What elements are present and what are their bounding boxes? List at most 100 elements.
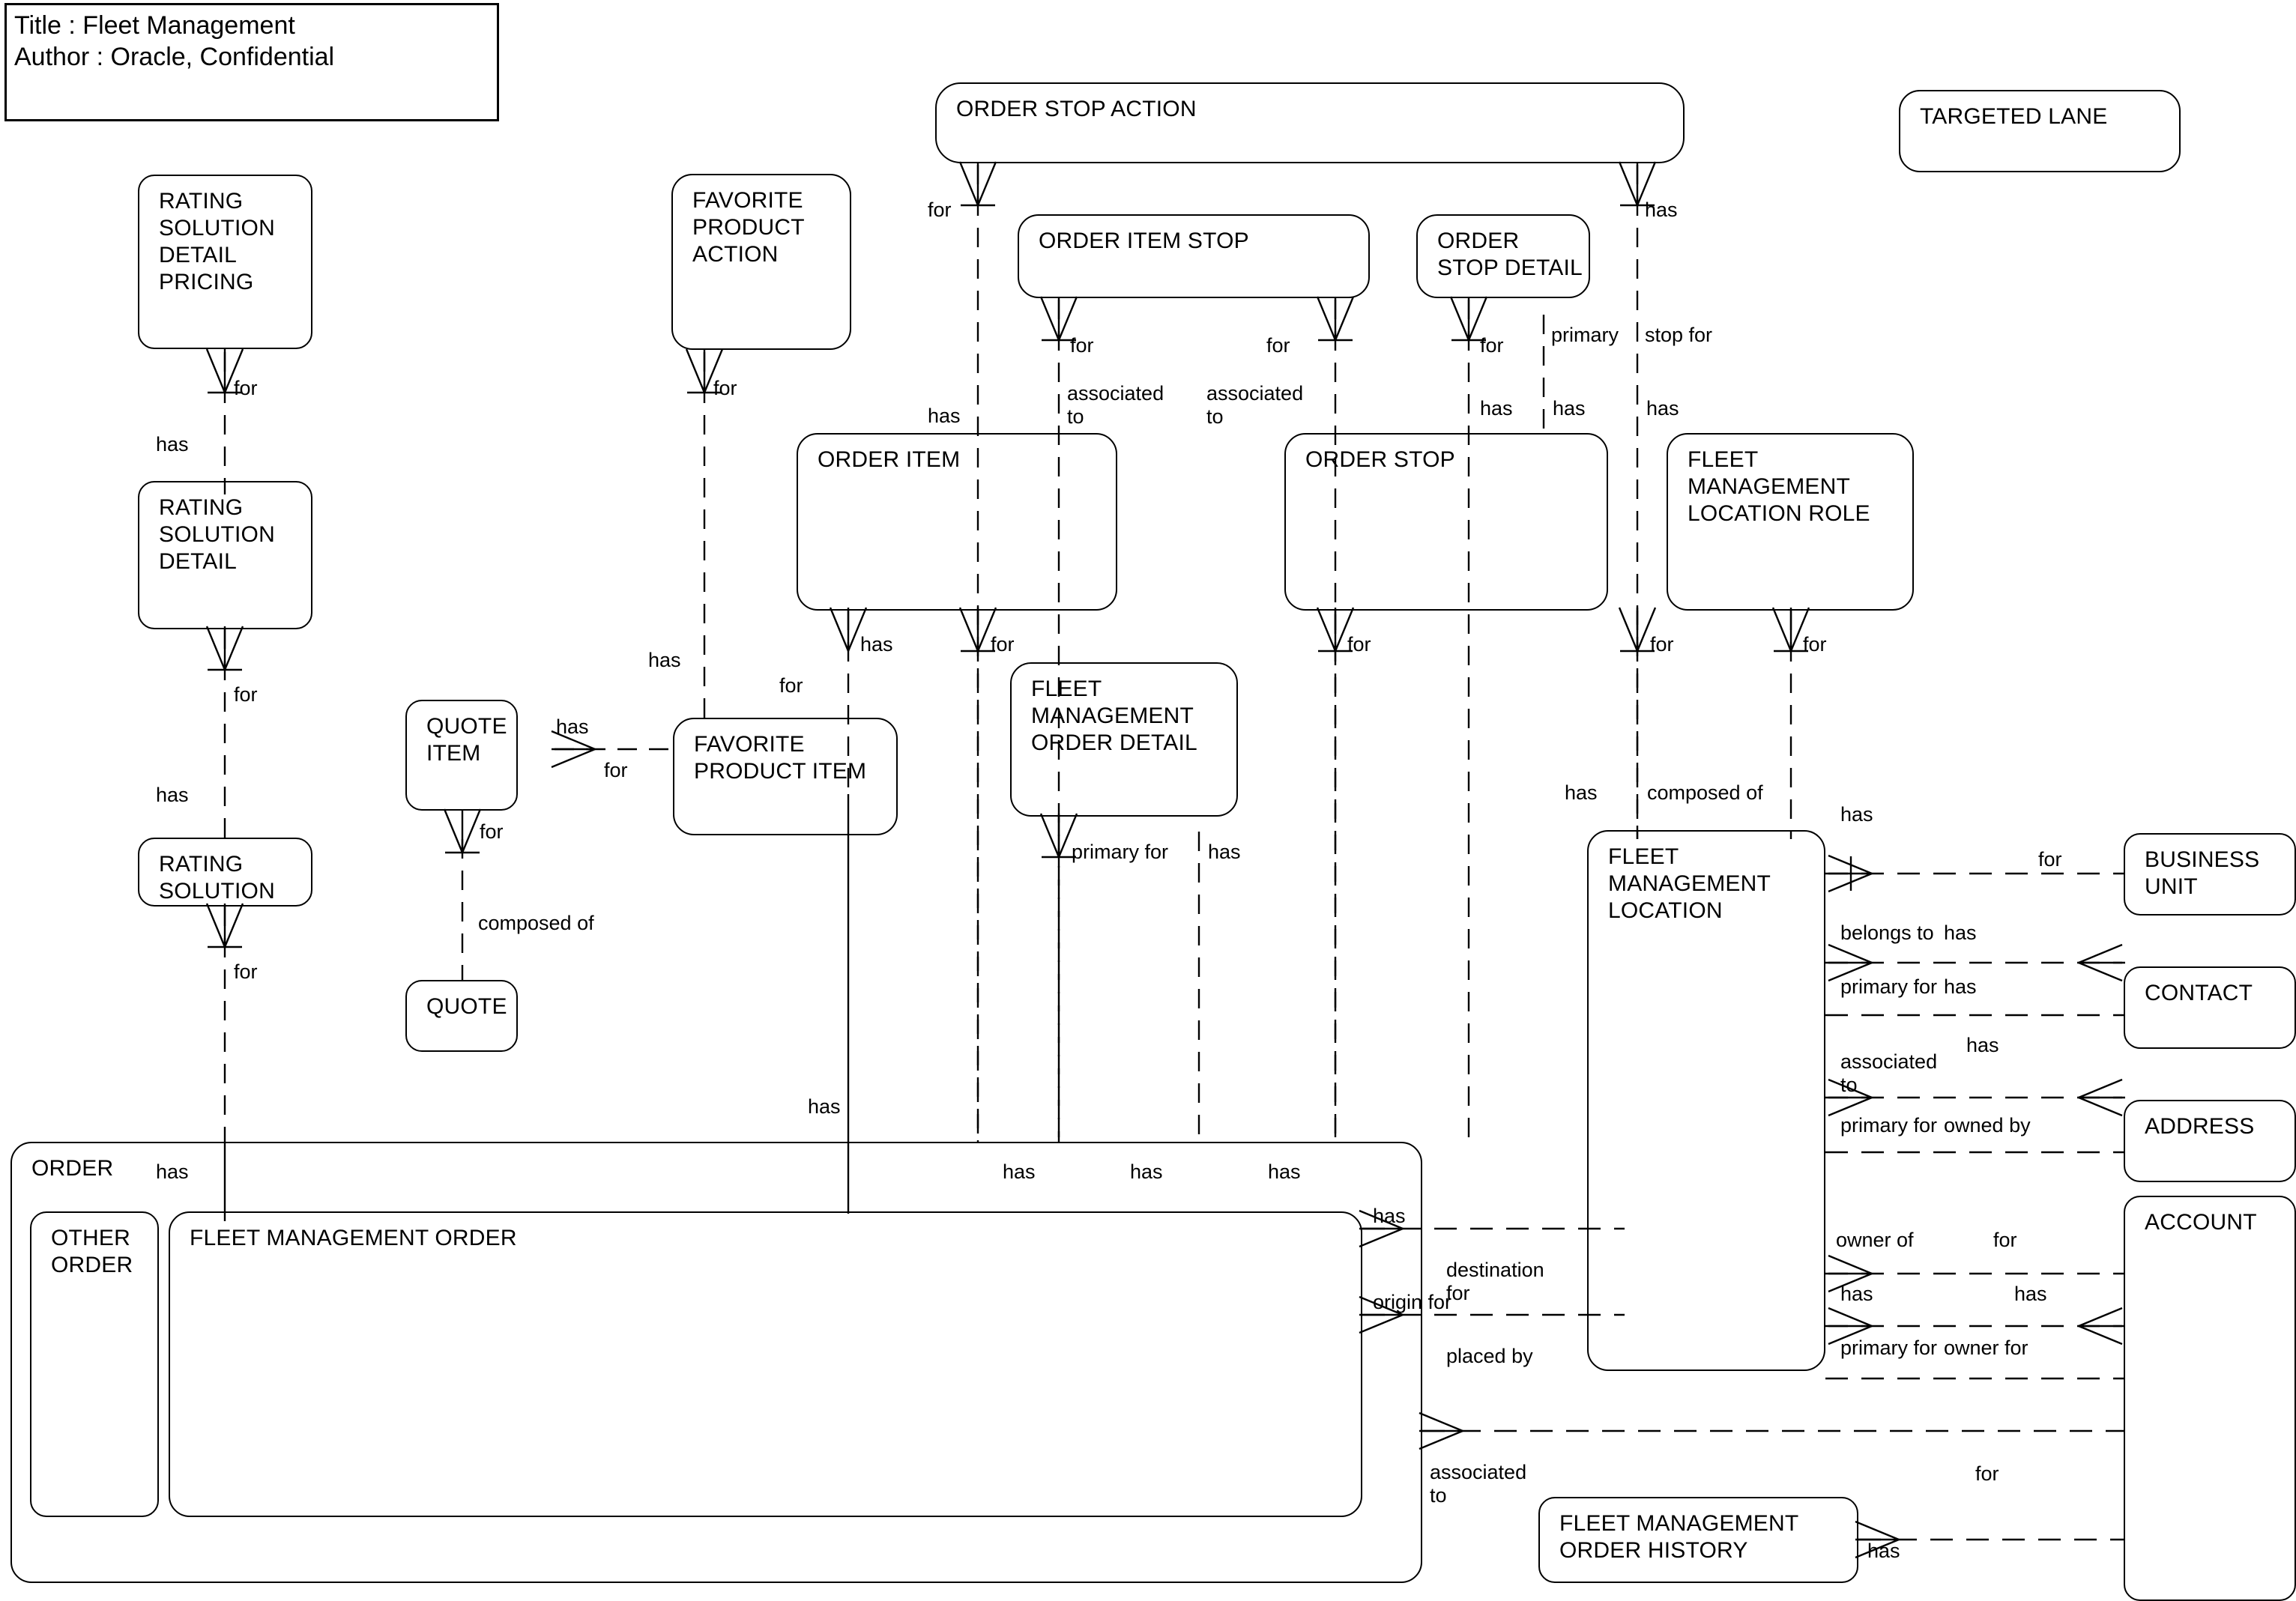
relationship-label: primary for [1072, 841, 1169, 863]
entity-business-unit[interactable]: BUSINESS UNIT [2124, 833, 2296, 915]
relationship-label: belongs to [1840, 921, 1934, 944]
entity-order-stop[interactable]: ORDER STOP [1284, 433, 1608, 611]
relationship-label: primary for [1840, 1337, 1938, 1359]
relationship-label: associated to [1206, 382, 1304, 428]
relationship-label: has [1208, 841, 1241, 863]
relationship-label: has [556, 715, 589, 738]
entity-label: ACCOUNT [2145, 1210, 2257, 1235]
entity-favorite-product-item[interactable]: FAVORITE PRODUCT ITEM [673, 718, 898, 835]
relationship-label: has [1944, 921, 1977, 944]
relationship-label: has [648, 649, 681, 671]
entity-order-stop-action[interactable]: ORDER STOP ACTION [935, 82, 1685, 163]
entity-quote[interactable]: QUOTE [405, 980, 518, 1052]
relationship-label: has [808, 1095, 841, 1118]
relationship-label: for [234, 377, 258, 399]
relationship-label: for [1650, 633, 1674, 656]
relationship-label: for [480, 820, 504, 843]
relationship-label: primary for [1840, 1114, 1938, 1137]
entity-rating-solution[interactable]: RATING SOLUTION [138, 838, 312, 907]
relationship-label: has [156, 1160, 189, 1183]
relationship-label: owner for [1944, 1337, 2028, 1359]
relationship-label: associated to [1840, 1050, 1938, 1096]
relationship-label: has [1130, 1160, 1163, 1183]
relationship-label: has [2014, 1283, 2047, 1305]
relationship-label: for [2038, 848, 2062, 871]
entity-order-item[interactable]: ORDER ITEM [797, 433, 1117, 611]
relationship-label: for [1993, 1229, 2017, 1251]
entity-quote-item[interactable]: QUOTE ITEM [405, 700, 518, 811]
entity-label: BUSINESS UNIT [2145, 847, 2260, 899]
entity-account[interactable]: ACCOUNT [2124, 1196, 2296, 1601]
relationship-label: associated to [1430, 1461, 1527, 1507]
relationship-label: has [1373, 1205, 1406, 1227]
entity-fleet-management-location-role[interactable]: FLEET MANAGEMENT LOCATION ROLE [1667, 433, 1914, 611]
relationship-label: for [1266, 334, 1290, 357]
entity-label: FLEET MANAGEMENT LOCATION ROLE [1688, 447, 1870, 526]
relationship-label: for [1480, 334, 1504, 357]
entity-label: FLEET MANAGEMENT ORDER [190, 1226, 517, 1250]
entity-targeted-lane[interactable]: TARGETED LANE [1899, 90, 2181, 172]
relationship-label: for [234, 683, 258, 706]
relationship-label: for [234, 960, 258, 983]
entity-label: FAVORITE PRODUCT ACTION [692, 188, 805, 267]
entity-label: FLEET MANAGEMENT LOCATION [1608, 844, 1771, 923]
relationship-label: composed of [478, 912, 594, 934]
entity-rating-solution-detail-pricing[interactable]: RATING SOLUTION DETAIL PRICING [138, 175, 312, 349]
entity-label: FLEET MANAGEMENT ORDER HISTORY [1559, 1511, 1799, 1563]
relationship-label: has [1553, 397, 1586, 420]
entity-label: RATING SOLUTION DETAIL PRICING [159, 189, 275, 294]
entity-label: RATING SOLUTION [159, 852, 275, 904]
entity-fleet-management-order-history[interactable]: FLEET MANAGEMENT ORDER HISTORY [1538, 1497, 1858, 1583]
entity-label: ADDRESS [2145, 1114, 2255, 1139]
relationship-label: has [1268, 1160, 1301, 1183]
entity-label: ORDER STOP [1305, 447, 1455, 472]
relationship-label: destination for [1446, 1259, 1544, 1304]
relationship-label: has [156, 433, 189, 456]
title-block: Title : Fleet Management Author : Oracle… [4, 3, 499, 121]
diagram-title: Title : Fleet Management [14, 11, 295, 40]
entity-order-item-stop[interactable]: ORDER ITEM STOP [1018, 214, 1370, 298]
entity-label: RATING SOLUTION DETAIL [159, 495, 275, 574]
entity-label: QUOTE ITEM [426, 714, 507, 766]
relationship-label: for [713, 377, 737, 399]
diagram-author: Author : Oracle, Confidential [14, 43, 335, 71]
entity-contact[interactable]: CONTACT [2124, 966, 2296, 1049]
entity-fleet-management-order[interactable]: FLEET MANAGEMENT ORDER [169, 1211, 1362, 1517]
relationship-label: for [1975, 1462, 1999, 1485]
entity-other-order[interactable]: OTHER ORDER [30, 1211, 159, 1517]
entity-label: OTHER ORDER [51, 1226, 133, 1277]
entity-label: QUOTE [426, 994, 507, 1019]
relationship-label: composed of [1647, 781, 1763, 804]
relationship-label: placed by [1446, 1345, 1533, 1367]
relationship-label: has [1565, 781, 1598, 804]
entity-fleet-management-order-detail[interactable]: FLEET MANAGEMENT ORDER DETAIL [1010, 662, 1238, 817]
relationship-label: has [1966, 1034, 1999, 1056]
relationship-label: has [1480, 397, 1513, 420]
relationship-label: stop for [1645, 324, 1713, 346]
entity-label: ORDER STOP ACTION [956, 97, 1197, 121]
relationship-label: owned by [1944, 1114, 2031, 1137]
relationship-label: has [1944, 975, 1977, 998]
relationship-label: has [1840, 1283, 1873, 1305]
entity-label: CONTACT [2145, 981, 2253, 1005]
relationship-label: has [1867, 1540, 1900, 1562]
relationship-label: for [1803, 633, 1827, 656]
entity-order-stop-detail[interactable]: ORDER STOP DETAIL [1416, 214, 1590, 298]
relationship-label: associated to [1067, 382, 1164, 428]
entity-order[interactable]: ORDER [10, 1142, 1422, 1583]
entity-label: TARGETED LANE [1920, 104, 2108, 129]
relationship-label: for [1070, 334, 1094, 357]
relationship-label: for [779, 674, 803, 697]
entity-address[interactable]: ADDRESS [2124, 1100, 2296, 1182]
entity-rating-solution-detail[interactable]: RATING SOLUTION DETAIL [138, 481, 312, 629]
relationship-label: primary [1551, 324, 1619, 346]
relationship-label: for [604, 759, 628, 781]
entity-label: ORDER STOP DETAIL [1437, 229, 1583, 280]
entity-favorite-product-action[interactable]: FAVORITE PRODUCT ACTION [671, 174, 851, 350]
relationship-label: has [1003, 1160, 1036, 1183]
entity-label: FAVORITE PRODUCT ITEM [694, 732, 867, 784]
relationship-label: owner of [1836, 1229, 1914, 1251]
entity-fleet-management-location[interactable]: FLEET MANAGEMENT LOCATION [1587, 830, 1825, 1371]
relationship-label: for [928, 199, 952, 221]
